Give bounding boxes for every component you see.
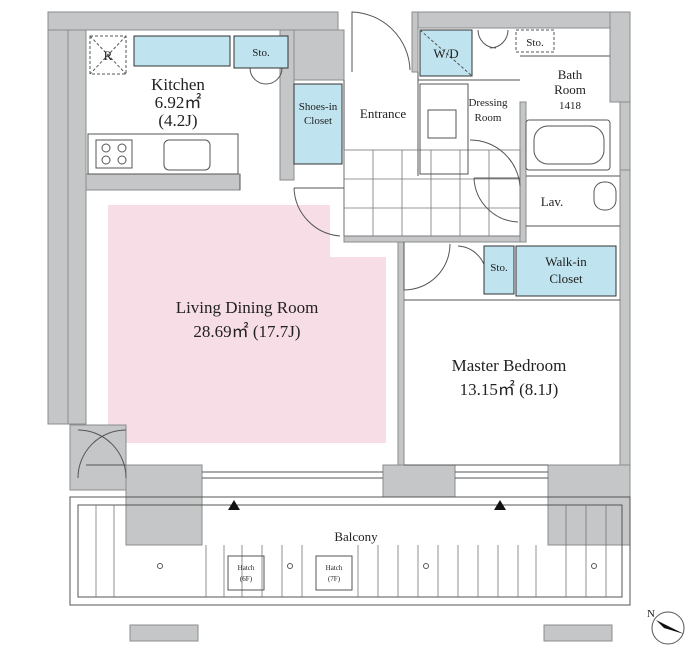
shoes-closet xyxy=(293,83,343,165)
living-area: 28.69㎡ (17.7J) xyxy=(193,322,300,341)
hatch-floor-1: (6F) xyxy=(240,575,253,583)
kitchen-area: 6.92㎡ xyxy=(155,93,202,112)
bedroom-storage-label: Sto. xyxy=(490,262,508,274)
kitchen-name: Kitchen xyxy=(151,75,205,94)
wd-storage-label: Sto. xyxy=(526,37,544,49)
shoes-closet-label-1: Shoes-in xyxy=(299,101,338,113)
hatch-label-2: Hatch xyxy=(326,564,343,572)
compass-label: N xyxy=(647,608,655,620)
bedroom-storage xyxy=(483,245,515,295)
living-floor-highlight xyxy=(108,205,386,443)
stove xyxy=(95,139,133,169)
refrigerator-label: R xyxy=(104,48,113,63)
window-marker-left xyxy=(228,500,240,510)
north-arrow-icon xyxy=(656,620,684,634)
bath-label-1: Bath xyxy=(558,67,583,82)
compass xyxy=(651,611,685,645)
room-labels: R Sto. Kitchen 6.92㎡ (4.2J) Shoes-in Clo… xyxy=(104,37,655,620)
washer-label: W/D xyxy=(433,46,458,61)
living-name: Living Dining Room xyxy=(176,298,319,317)
hatch-label-1: Hatch xyxy=(238,564,255,572)
kitchen-storage xyxy=(233,35,289,69)
walkin-label-2: Closet xyxy=(549,271,583,286)
dressing-label-1: Dressing xyxy=(468,97,508,109)
lav-label: Lav. xyxy=(541,194,564,209)
kitchen-cabinet xyxy=(133,35,231,67)
entrance-floor-tiles xyxy=(343,149,521,237)
bath-label-2: Room xyxy=(554,82,586,97)
balcony-area xyxy=(69,496,631,606)
doors xyxy=(77,11,521,479)
hatch-floor-2: (7F) xyxy=(328,575,341,583)
bathtub xyxy=(525,119,611,171)
master-area: 13.15㎡ (8.1J) xyxy=(460,380,559,399)
master-name: Master Bedroom xyxy=(452,356,567,375)
dressing-label-2: Room xyxy=(475,112,502,124)
window-marker-right xyxy=(494,500,506,510)
walkin-label-1: Walk-in xyxy=(545,254,587,269)
shoes-closet-label-2: Closet xyxy=(304,115,332,127)
bath-label-3: 1418 xyxy=(559,100,582,112)
kitchen-fixtures xyxy=(87,35,343,175)
toilet xyxy=(593,181,617,211)
entrance-label: Entrance xyxy=(360,106,406,121)
walkin-closet xyxy=(515,245,617,297)
kitchen-storage-label: Sto. xyxy=(252,47,270,59)
dressing-basin xyxy=(419,83,469,175)
kitchen-sink xyxy=(163,139,211,171)
balcony-label: Balcony xyxy=(334,529,378,544)
kitchen-jo: (4.2J) xyxy=(158,111,197,130)
kitchen-counter xyxy=(87,133,239,175)
refrigerator xyxy=(89,35,127,75)
wet-area-fixtures xyxy=(419,29,620,297)
